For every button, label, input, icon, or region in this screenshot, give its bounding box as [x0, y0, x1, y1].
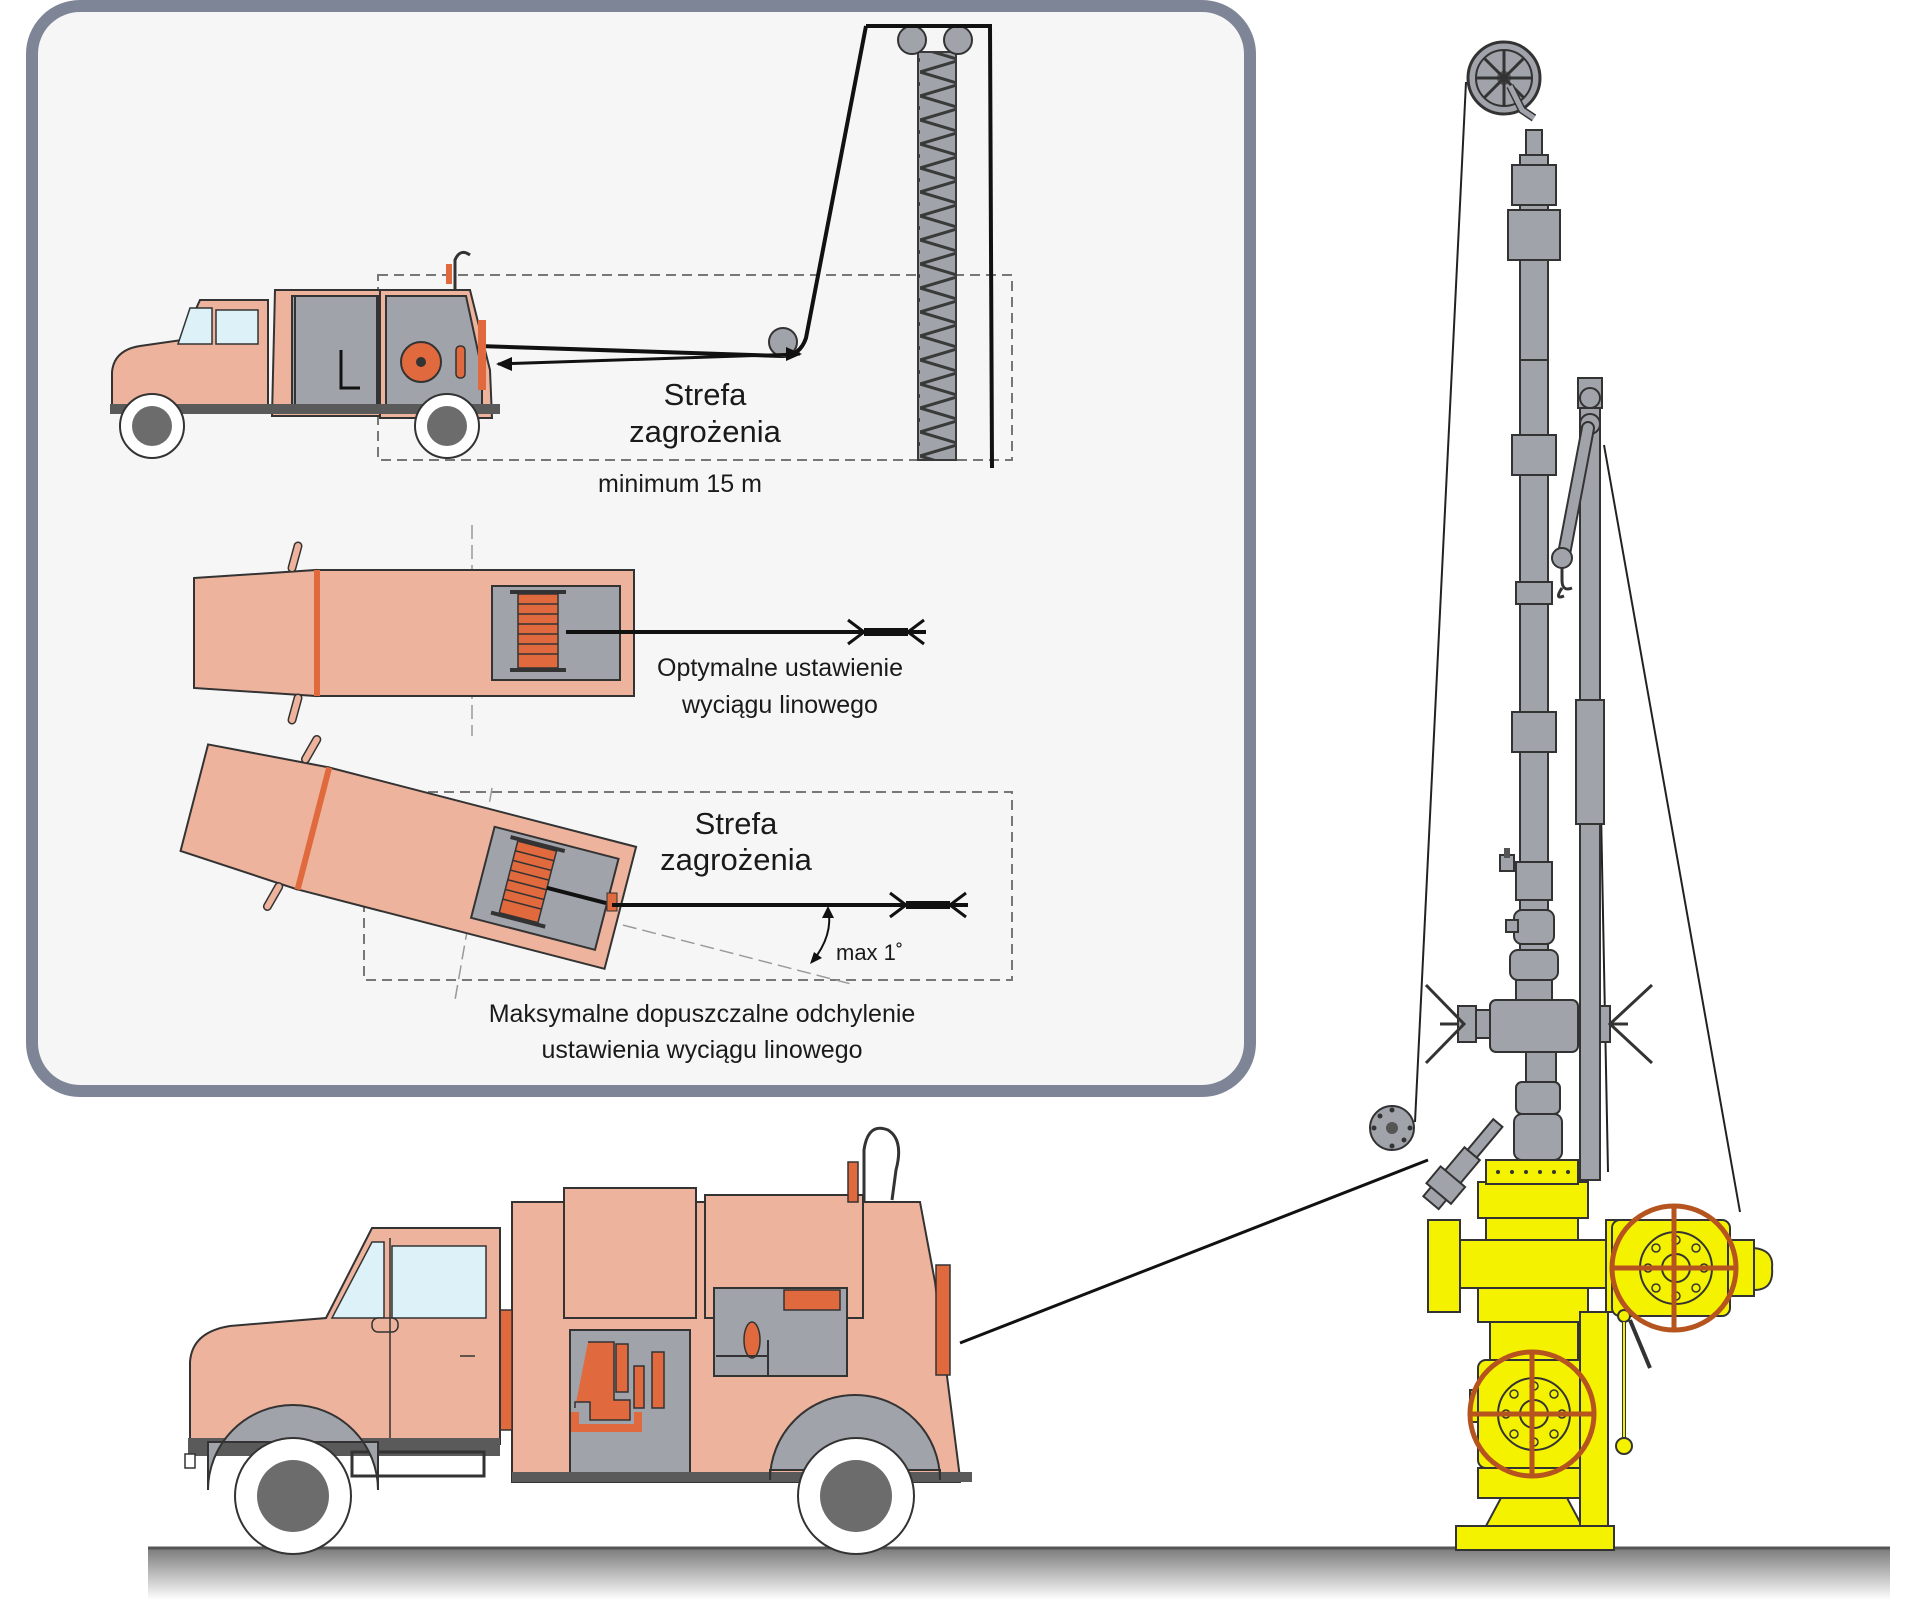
gin-pole-icon: [1551, 377, 1605, 1181]
line-wiper-icon: [1369, 1105, 1504, 1211]
mast-icon: [866, 24, 994, 469]
min-distance-label: minimum 15 m: [598, 470, 762, 498]
danger-zone-label: Strefa: [664, 377, 747, 412]
inset-panel: [26, 0, 1256, 1097]
wellhead-icon: [1427, 1159, 1774, 1551]
deviated-caption-2: ustawienia wyciągu linowego: [541, 1036, 862, 1064]
deviated-caption-1: Maksymalne dopuszczalne odchylenie: [489, 1000, 916, 1028]
lubricator-mast-icon: [1424, 129, 1654, 1161]
distance-arrow: [496, 347, 802, 371]
danger-zone-label-2: zagrożenia: [629, 414, 781, 449]
truck-side-small-icon: [110, 250, 500, 459]
valve-handwheel-icon: [1467, 1203, 1739, 1479]
angle-label: max 1˚: [836, 940, 903, 965]
optimal-top-view: [193, 525, 926, 736]
deviated-danger-zone-label-2: zagrożenia: [660, 842, 812, 877]
main-wireline-cable: [959, 1158, 1429, 1345]
ground-line: [148, 1546, 1890, 1600]
sheave-wheel-icon: [1466, 40, 1542, 122]
optimal-caption-2: wyciągu linowego: [681, 691, 878, 719]
deviated-top-view: [179, 734, 1013, 1001]
optimal-caption-1: Optymalne ustawienie: [657, 654, 903, 682]
side-view-group: Strefa zagrożenia minimum 15 m: [110, 24, 1013, 498]
wireline-truck-icon: [184, 1126, 972, 1555]
deviated-danger-zone-label: Strefa: [695, 806, 778, 841]
